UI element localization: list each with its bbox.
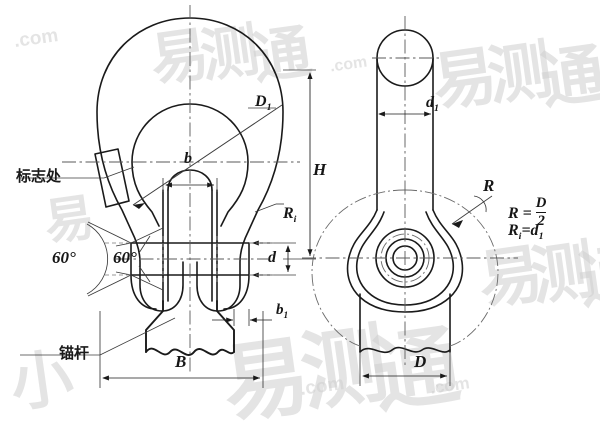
b1-letter: b <box>276 302 284 318</box>
side-shank <box>376 57 434 211</box>
formula-r-equals-d-over-2: R = D 2 <box>508 195 547 229</box>
d1-letter: D <box>255 93 267 110</box>
formula1-numerator: D <box>535 195 547 211</box>
formula-ri-equals-d1: Ri=d1 <box>508 222 544 242</box>
side-bottom-skirt <box>359 293 451 354</box>
side-dimension-lines <box>359 111 493 386</box>
angle-right-label: 60° <box>113 248 137 267</box>
ri-letter: R <box>283 205 294 222</box>
front-construction-dashes <box>105 236 276 282</box>
outer-diameter-d1-label: D1 <box>255 93 272 113</box>
front-centerlines <box>62 5 300 372</box>
slot-width-b-label: b <box>184 150 192 167</box>
marking-plate-rect <box>94 148 130 208</box>
front-inner-eye <box>131 103 249 227</box>
front-anchor-rod <box>145 300 235 356</box>
ri-subscript: i <box>293 214 297 226</box>
fraction-bar <box>535 211 547 213</box>
front-dimension-lines <box>20 69 316 388</box>
base-diameter-d-label: D <box>414 352 427 371</box>
pin-diameter-d-label: d <box>268 249 276 266</box>
formula2-rhs-sub: 1 <box>538 231 544 243</box>
linework-layer <box>20 5 518 388</box>
rod-diameter-d1-label: d1 <box>426 94 439 114</box>
side-d1-letter: d <box>426 94 434 111</box>
formula2-lhs: R <box>508 222 519 239</box>
b1-subscript: 1 <box>283 311 289 321</box>
width-b-total-label: B <box>175 352 187 371</box>
inner-radius-ri-label: Ri <box>283 205 296 225</box>
marking-point-label: 标志处 <box>16 167 62 185</box>
formula2-eq: =d <box>521 222 539 239</box>
d1-subscript: 1 <box>266 102 272 114</box>
side-d1-subscript: 1 <box>434 103 439 115</box>
formula1-denominator: 2 <box>537 212 545 229</box>
height-h-label: H <box>313 160 327 179</box>
front-prong-bottoms <box>130 274 250 310</box>
formula2-sub: i <box>518 231 522 243</box>
angle-left-label: 60° <box>52 248 76 267</box>
thickness-b1-label: b1 <box>276 302 288 321</box>
side-centerlines <box>302 16 518 368</box>
formula1-fraction: D 2 <box>535 195 547 229</box>
formula1-lhs: R = <box>508 205 532 222</box>
radius-r-label: R <box>483 176 495 195</box>
anchor-rod-label: 锚杆 <box>59 344 90 362</box>
